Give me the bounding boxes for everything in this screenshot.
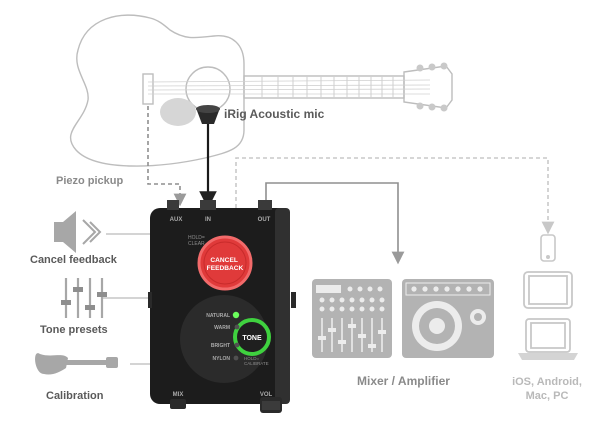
led-bright-icon <box>234 342 240 348</box>
tuning-pegs <box>416 62 448 112</box>
output-to-mixer-arrow <box>265 182 405 265</box>
devices-line1: iOS, Android, <box>512 376 582 388</box>
guitar-bridge <box>142 73 154 105</box>
aux-jack <box>167 200 179 210</box>
faders-icon <box>61 278 107 318</box>
led-nylon-icon <box>233 355 239 361</box>
guitar-strings <box>147 79 431 95</box>
piezo-pickup-label: Piezo pickup <box>56 175 124 187</box>
port-aux-label: AUX <box>170 217 183 223</box>
mix-label: MIX <box>173 392 184 398</box>
guitar-neck <box>243 75 405 99</box>
cancel-feedback-button <box>197 235 253 291</box>
devices-line2: Mac, PC <box>525 390 569 402</box>
phone-icon <box>540 234 556 262</box>
guitar-headstock <box>403 65 453 109</box>
hold-calibrate-label: HOLD=CALIBRATE <box>244 356 269 366</box>
tone-selector-panel <box>180 295 268 383</box>
preset-natural-label: NATURAL <box>206 313 230 319</box>
port-in-label: IN <box>205 217 211 223</box>
mixer-amplifier-caption: Mixer / Amplifier <box>357 374 450 388</box>
in-jack <box>200 200 216 210</box>
tone-button <box>233 318 271 356</box>
device-side-panel <box>275 208 290 404</box>
mixer-icon <box>312 279 392 358</box>
port-out-label: OUT <box>258 217 271 223</box>
guitar-body <box>69 14 245 167</box>
guitar-frets <box>261 76 394 98</box>
speaker-icon <box>54 211 102 253</box>
out-jack <box>258 200 272 210</box>
mix-knob <box>170 399 186 409</box>
irig-acoustic-device <box>148 200 296 413</box>
devices-caption: iOS, Android, Mac, PC <box>500 375 594 403</box>
cancel-feedback-label: CANCEL FEEDBACK <box>207 257 244 272</box>
piezo-cable-arrow <box>147 106 187 207</box>
preset-nylon-label: NYLON <box>213 356 231 362</box>
cancel-feedback-caption: Cancel feedback <box>30 254 117 266</box>
amplifier-icon <box>402 279 494 358</box>
cancel-line1: CANCEL <box>210 257 237 264</box>
hold-clear-label: HOLD=CLEAR <box>188 235 205 247</box>
cancel-line2: FEEDBACK <box>207 265 244 272</box>
pickguard <box>160 98 196 126</box>
acoustic-guitar-icon <box>35 353 118 375</box>
tone-button-label: TONE <box>242 335 262 342</box>
vol-label: VOL <box>260 392 273 398</box>
output-to-devices-arrow <box>235 157 555 235</box>
led-natural-icon <box>232 311 240 319</box>
mic-label: iRig Acoustic mic <box>224 107 325 121</box>
guitar-illustration <box>69 14 453 167</box>
laptop-icon <box>518 318 578 360</box>
calibration-caption: Calibration <box>46 390 104 402</box>
tone-presets-caption: Tone presets <box>40 324 108 336</box>
preset-bright-label: BRIGHT <box>211 343 230 349</box>
tablet-icon <box>523 271 573 309</box>
preset-warm-label: WARM <box>214 325 230 331</box>
led-warm-icon <box>234 324 240 330</box>
